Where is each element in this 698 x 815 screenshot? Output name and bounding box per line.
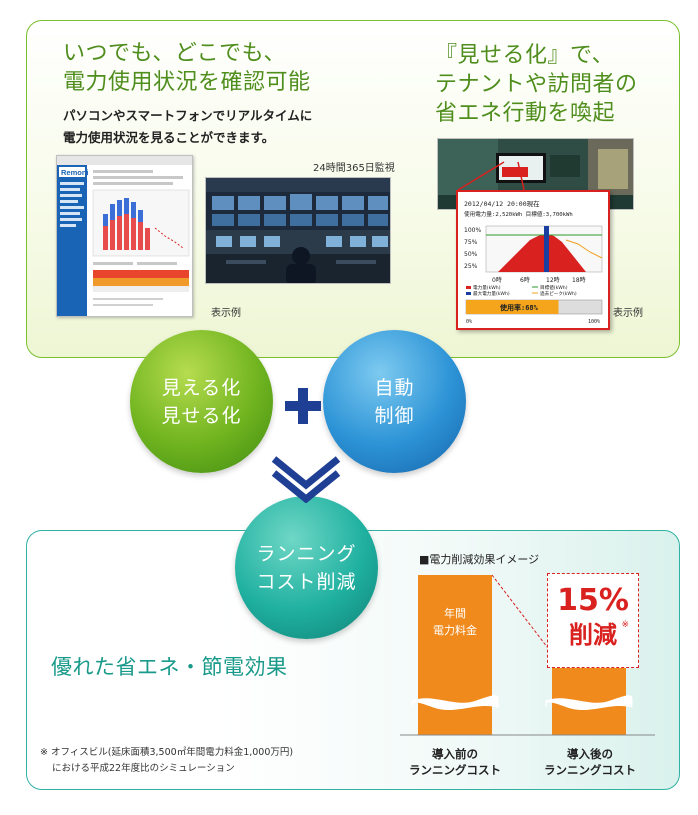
caption-example-left: 表示例: [211, 308, 241, 319]
visualization-circle: 見える化 見せる化: [130, 330, 273, 473]
x-tick: 18時: [572, 276, 586, 284]
y-tick: 50%: [464, 251, 478, 258]
browser-screenshot-art: Remoni: [57, 156, 192, 316]
footnote: ※ オフィスビル(延床面積3,500㎡年間電力料金1,000万円) における平成…: [40, 745, 293, 777]
dashboard-usage: 使用電力量:2,520kWh 目標値:3,700kWh: [464, 210, 573, 218]
headline-anytime: いつでも、どこでも、 電力使用状況を確認可能: [63, 39, 311, 97]
reduction-guide-line: [491, 574, 553, 654]
scale-max: 100%: [588, 319, 600, 325]
x-label-line: 導入後の: [567, 747, 613, 761]
dashboard-art: 2012/04/12 20:00現在 使用電力量:2,520kWh 目標値:3,…: [458, 192, 608, 328]
chart-title: ■電力削減効果イメージ: [419, 553, 540, 566]
circle-line: 見せる化: [161, 404, 242, 427]
effect-title: 優れた省エネ・節電効果: [51, 655, 288, 679]
x-label-line: 導入前の: [432, 747, 478, 761]
headline-line: テナントや訪問者の: [435, 72, 638, 97]
auto-control-circle: 自動 制御: [323, 330, 466, 473]
bar-label-line: 電力料金: [433, 624, 477, 637]
x-tick: 6時: [520, 276, 530, 284]
callout-lines: [457, 161, 525, 191]
remoni-logo: Remoni: [61, 168, 89, 177]
legend-item: 最大電力量(kWh): [473, 290, 510, 297]
headline-line: 省エネ行動を喚起: [435, 101, 616, 126]
caption-example-right: 表示例: [613, 308, 643, 319]
description-line: パソコンやスマートフォンでリアルタイムに: [63, 108, 313, 123]
control-room-art: [206, 178, 390, 283]
x-label-before: 導入前のランニングコスト: [395, 746, 515, 778]
headline-line: 電力使用状況を確認可能: [63, 70, 311, 95]
y-tick: 100%: [464, 227, 481, 234]
axis-break-mark: [411, 695, 633, 711]
scale-min: 0%: [466, 319, 472, 325]
y-tick: 75%: [464, 239, 478, 246]
footnote-line: における平成22年度比のシミュレーション: [52, 763, 235, 774]
bar-before: [418, 575, 492, 735]
reduction-callout: 15% 削減 ※: [547, 573, 639, 668]
circle-line: 自動: [374, 376, 415, 399]
usage-rate-label: 使用率:68%: [499, 303, 539, 312]
usage-rate-bar: [466, 300, 559, 314]
dashboard-example: 2012/04/12 20:00現在 使用電力量:2,520kWh 目標値:3,…: [456, 190, 610, 330]
reduction-text: 削減: [569, 621, 617, 649]
browser-screenshot: Remoni: [56, 155, 193, 317]
legend-item: 過去ピーク(kWh): [540, 290, 577, 297]
reduction-percent: 15%: [557, 583, 629, 618]
cost-chart: [400, 574, 655, 736]
circle-line: ランニング: [256, 542, 357, 565]
cost-reduction-circle: ランニング コスト削減: [235, 496, 378, 639]
control-room-photo: [205, 177, 391, 284]
circle-line: 見える化: [161, 376, 242, 399]
y-tick: 25%: [464, 263, 478, 270]
footnote-line: ※ オフィスビル(延床面積3,500㎡年間電力料金1,000万円): [40, 747, 294, 758]
dashboard-date: 2012/04/12 20:00現在: [464, 199, 540, 208]
description-line: 電力使用状況を見ることができます。: [63, 130, 275, 145]
legend-item: 目標値(kWh): [540, 284, 568, 291]
bar-label: 年間 電力料金: [418, 605, 492, 639]
x-label-line: ランニングコスト: [409, 763, 501, 777]
reduction-note: ※: [621, 620, 629, 630]
description: パソコンやスマートフォンでリアルタイムに 電力使用状況を見ることができます。: [63, 105, 312, 149]
double-chevron-down-icon: [271, 456, 341, 503]
headline-line: いつでも、どこでも、: [63, 41, 287, 66]
plus-icon: [285, 388, 321, 424]
bar-label-line: 年間: [444, 607, 466, 620]
caption-monitor: 24時間365日監視: [313, 163, 395, 174]
headline-showing: 『見せる化』で、 テナントや訪問者の 省エネ行動を喚起: [435, 41, 638, 128]
x-label-line: ランニングコスト: [544, 763, 636, 777]
circle-line: コスト削減: [256, 570, 357, 593]
headline-line: 『見せる化』で、: [435, 43, 615, 68]
legend-item: 電力量(kWh): [473, 284, 501, 291]
x-tick: 0時: [492, 276, 502, 284]
x-label-after: 導入後のランニングコスト: [530, 746, 650, 778]
x-tick: 12時: [546, 276, 560, 284]
circle-line: 制御: [374, 404, 415, 427]
